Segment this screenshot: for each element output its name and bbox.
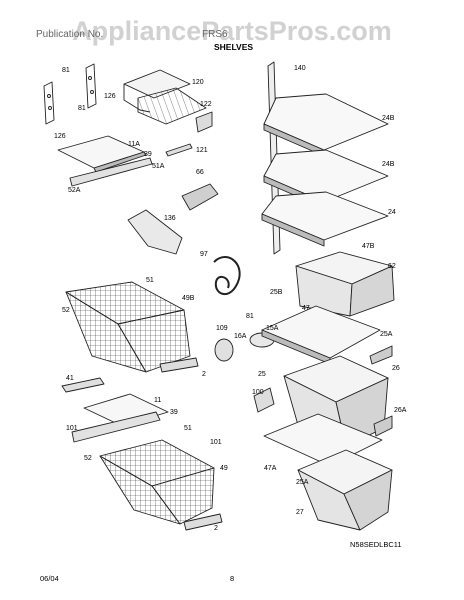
callout-24b: 24B [382, 115, 395, 122]
callout-2: 2 [214, 525, 218, 532]
callout-41: 41 [66, 375, 74, 382]
callout-47: 47 [302, 305, 310, 312]
callout-24: 24 [388, 209, 396, 216]
callout-126: 126 [104, 93, 116, 100]
callout-11: 11 [154, 397, 161, 404]
callout-51: 51 [184, 425, 192, 432]
crisper-bin-27 [297, 449, 393, 531]
callout-47b: 47B [362, 243, 375, 250]
wire-basket-49b [65, 281, 191, 373]
callout-labels: 818112612612012211A3951A12152A6613614024… [54, 65, 407, 532]
crisper-cover-47 [261, 305, 381, 365]
callout-66: 66 [196, 169, 204, 176]
callout-25a: 25A [296, 479, 309, 486]
callout-140: 140 [294, 65, 306, 72]
callout-100: 100 [252, 389, 264, 396]
callout-15a: 15A [266, 325, 279, 332]
callout-16a: 16A [234, 333, 247, 340]
callout-52a: 52A [68, 187, 81, 194]
clip-66 [181, 183, 219, 211]
small-shelf-11a [57, 135, 153, 187]
footer-page: 8 [230, 574, 234, 583]
slide-26 [373, 415, 393, 437]
callout-25: 25 [258, 371, 266, 378]
shelf-strip-41 [61, 377, 105, 393]
callout-39: 39 [170, 409, 178, 416]
callout-109: 109 [216, 325, 228, 332]
slide-26a [369, 345, 393, 365]
callout-47a: 47A [264, 465, 277, 472]
callout-122: 122 [200, 101, 212, 108]
shelf-rod-121 [165, 143, 193, 157]
deli-tray [123, 69, 213, 133]
callout-25a: 25A [380, 331, 393, 338]
basket-rail-2 [159, 357, 199, 373]
callout-101: 101 [66, 425, 78, 432]
cover-136 [127, 209, 183, 255]
callout-81: 81 [246, 313, 254, 320]
callout-136: 136 [164, 215, 176, 222]
callout-25b: 25B [270, 289, 283, 296]
crisper-bin-47b [295, 251, 395, 317]
callout-97: 97 [200, 251, 208, 258]
callout-101: 101 [210, 439, 222, 446]
page-title: SHELVES [214, 42, 253, 52]
callout-26: 26 [392, 365, 400, 372]
callout-52: 52 [62, 307, 70, 314]
callout-49: 49 [220, 465, 228, 472]
callout-2: 2 [202, 371, 206, 378]
callout-81: 81 [78, 105, 86, 112]
callout-39: 39 [144, 151, 152, 158]
callout-49b: 49B [182, 295, 195, 302]
knob-109 [214, 338, 234, 362]
header-brand: Publication No. [36, 29, 103, 40]
header-model: FRS6 [202, 29, 228, 40]
frame-100 [253, 387, 275, 413]
shelf-bracket-left [43, 63, 97, 125]
callout-120: 120 [192, 79, 204, 86]
basket-rail-2b [183, 513, 223, 531]
parts-drawing [43, 61, 395, 531]
wire-basket-49 [99, 439, 215, 525]
small-shelf-11 [71, 393, 169, 443]
callout-121: 121 [196, 147, 208, 154]
callout-27: 27 [296, 509, 304, 516]
diagram-code: N58SEDLBC11 [350, 540, 402, 549]
watermark: AppliancePartsPros.com [72, 16, 392, 46]
callout-26a: 26A [394, 407, 407, 414]
callout-126: 126 [54, 133, 66, 140]
callout-24b: 24B [382, 161, 395, 168]
callout-62: 62 [388, 263, 396, 270]
callout-51: 51 [146, 277, 154, 284]
wire-coil-97 [213, 256, 241, 296]
callout-81: 81 [62, 67, 70, 74]
callout-51a: 51A [152, 163, 165, 170]
footer-date: 06/04 [40, 574, 59, 583]
callout-11a: 11A [128, 141, 140, 148]
callout-52: 52 [84, 455, 92, 462]
glass-shelves-stack [261, 61, 389, 255]
